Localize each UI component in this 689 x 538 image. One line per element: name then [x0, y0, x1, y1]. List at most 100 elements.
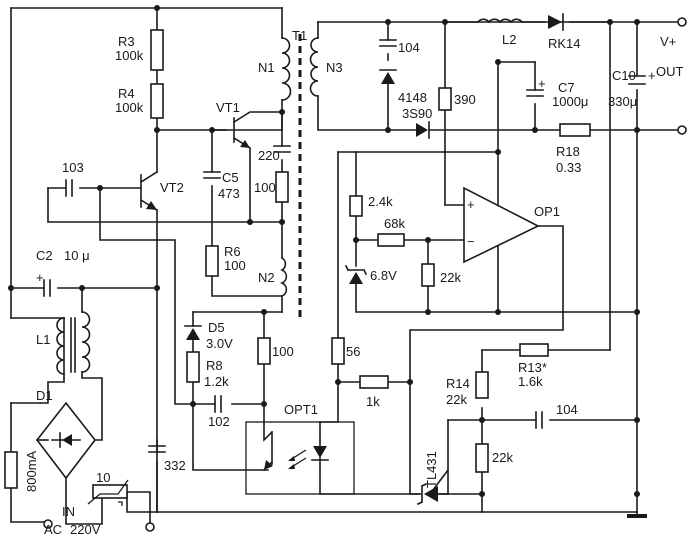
label-opt1: OPT1: [284, 402, 318, 417]
label-out: OUT: [656, 64, 684, 79]
label-r4-value: 100k: [115, 100, 144, 115]
terminal-vplus[interactable]: [677, 17, 687, 27]
r100a-resistor: [275, 171, 289, 203]
label-c10: C10: [612, 68, 636, 83]
label-op1-plus: +: [467, 197, 475, 212]
label-c2: C2: [36, 248, 53, 263]
label-t1: T1: [292, 28, 307, 43]
transistors: [146, 140, 355, 495]
label-therm: 10: [96, 470, 110, 485]
label-c102: 102: [208, 414, 230, 429]
label-c104a: 104: [398, 40, 420, 55]
label-n1: N1: [258, 60, 275, 75]
r22ka-resistor: [421, 263, 435, 287]
label-c2-value: 10 μ: [64, 248, 90, 263]
label-d4148: 4148: [398, 90, 427, 105]
terminal-out[interactable]: [677, 125, 687, 135]
label-fuse: 800mA: [24, 450, 39, 492]
r18-resistor: [559, 123, 591, 137]
thermistor: [92, 484, 128, 499]
inductors: [56, 18, 524, 375]
label-n2: N2: [258, 270, 275, 285]
r68k-resistor: [377, 233, 405, 247]
r100b-resistor: [257, 337, 271, 365]
r14-resistor: [475, 371, 489, 399]
label-vt1: VT1: [216, 100, 240, 115]
r390-resistor: [438, 87, 452, 111]
terminal-ac-b[interactable]: [145, 522, 155, 532]
terminals: [43, 17, 687, 532]
opamp-op1: [463, 186, 540, 264]
label-l2: L2: [502, 32, 516, 47]
r1k-resistor: [359, 375, 389, 389]
label-vplus: V+: [660, 34, 676, 49]
label-r14-value: 22k: [446, 392, 467, 407]
label-rk14: RK14: [548, 36, 581, 51]
label-d3s90: 3S90: [402, 106, 432, 121]
label-r56: 56: [346, 344, 360, 359]
label-r18: R18: [556, 144, 580, 159]
r8-resistor: [186, 351, 200, 383]
label-vt2: VT2: [160, 180, 184, 195]
label-r8: R8: [206, 358, 223, 373]
label-r22kb: 22k: [492, 450, 513, 465]
label-d5: D5: [208, 320, 225, 335]
terminal-ac-a[interactable]: [43, 519, 53, 529]
opt1-box: [245, 421, 355, 495]
labels: R3 100k R4 100k N1 T1 N3 N2 VT1 VT2 220 …: [24, 28, 684, 537]
label-r1k: 1k: [366, 394, 380, 409]
label-op1: OP1: [534, 204, 560, 219]
label-r13-value: 1.6k: [518, 374, 543, 389]
label-c10-value: 330μ: [608, 94, 637, 109]
label-r6-value: 100: [224, 258, 246, 273]
label-in: IN: [62, 504, 75, 519]
label-r4: R4: [118, 86, 135, 101]
label-r68k: 68k: [384, 216, 405, 231]
label-r390: 390: [454, 92, 476, 107]
ground-bar: [627, 514, 647, 518]
label-r3-value: 100k: [115, 48, 144, 63]
capacitors: [43, 39, 646, 453]
r3-resistor: [150, 29, 164, 71]
label-c10-plus: +: [648, 68, 656, 83]
label-c5: C5: [222, 170, 239, 185]
label-r8-value: 1.2k: [204, 374, 229, 389]
label-c332: 332: [164, 458, 186, 473]
label-r24k: 2.4k: [368, 194, 393, 209]
resistors: [4, 29, 591, 506]
label-n3: N3: [326, 60, 343, 75]
r4-resistor: [150, 83, 164, 119]
label-c2-plus: +: [36, 270, 44, 285]
label-c103: 103: [62, 160, 84, 175]
label-r100b: 100: [272, 344, 294, 359]
r24k-resistor: [349, 195, 363, 217]
r6-resistor: [205, 245, 219, 277]
label-c104b: 104: [556, 402, 578, 417]
label-r13: R13*: [518, 360, 547, 375]
label-c7-value: 1000μ: [552, 94, 588, 109]
label-r100a: 100: [254, 180, 276, 195]
r56-resistor: [331, 337, 345, 365]
label-d1: D1: [36, 388, 53, 403]
fuse-element: [4, 451, 18, 489]
label-l1: L1: [36, 332, 50, 347]
label-r6: R6: [224, 244, 241, 259]
r22kb-resistor: [475, 443, 489, 473]
label-r18-value: 0.33: [556, 160, 581, 175]
label-d5-value: 3.0V: [206, 336, 233, 351]
label-ac220: 220V: [70, 522, 101, 537]
label-op1-minus: −: [467, 234, 475, 249]
label-c220: 220: [258, 148, 280, 163]
junction-dots: [8, 5, 640, 497]
label-tl431: TL431: [424, 451, 439, 488]
label-ac: AC: [44, 522, 62, 537]
label-c5-value: 473: [218, 186, 240, 201]
bridge-d1: [35, 401, 97, 480]
label-r14: R14: [446, 376, 470, 391]
label-r22ka: 22k: [440, 270, 461, 285]
label-r3: R3: [118, 34, 135, 49]
diodes: [35, 13, 564, 506]
r13-resistor: [519, 343, 549, 357]
